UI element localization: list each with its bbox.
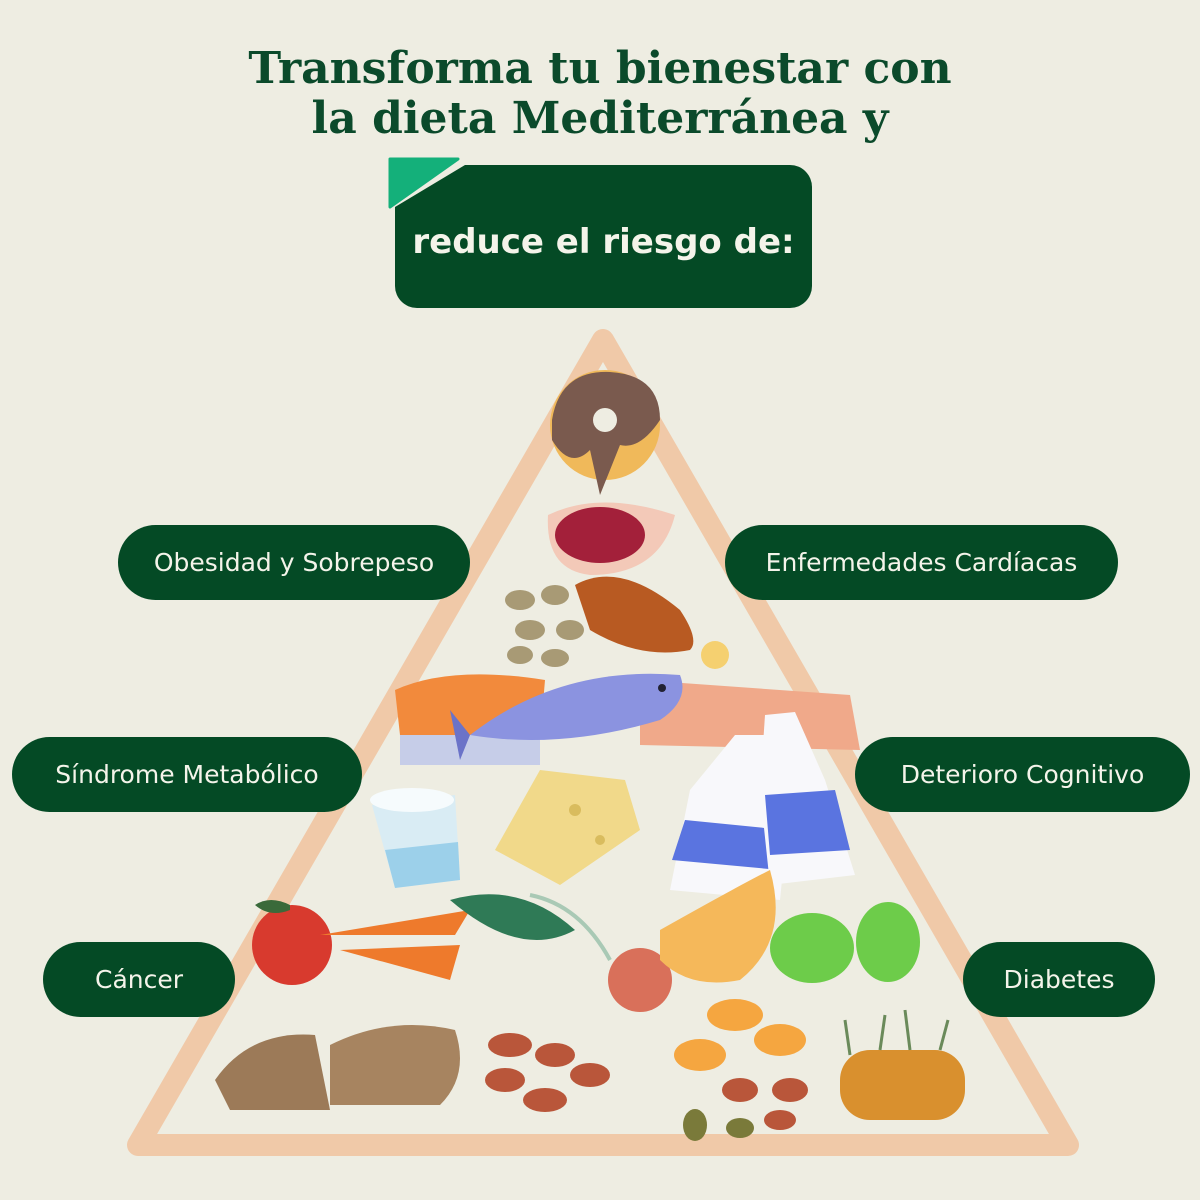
risk-pill-cancer: Cáncer	[43, 942, 235, 1017]
melon-icon	[660, 870, 776, 983]
title-line-2: la dieta Mediterránea y	[311, 93, 889, 144]
risk-label: Síndrome Metabólico	[55, 760, 319, 789]
apple-icon	[252, 900, 332, 985]
nuts-mix-icon	[674, 999, 808, 1141]
steak-icon	[547, 502, 675, 575]
risk-label: Enfermedades Cardíacas	[765, 548, 1078, 577]
beans-icon	[505, 585, 584, 667]
yogurt-icon	[370, 788, 460, 888]
risk-pill-diabetes: Diabetes	[963, 942, 1155, 1017]
risk-label: Cáncer	[94, 965, 184, 994]
milk-bottles-icon	[670, 712, 855, 900]
risk-pill-cognitive-decline: Deterioro Cognitivo	[855, 737, 1190, 812]
page-title: Transforma tu bienestar con la dieta Med…	[0, 44, 1200, 144]
risk-pill-obesity: Obesidad y Sobrepeso	[118, 525, 470, 600]
radish-icon	[608, 948, 672, 1012]
spinach-icon	[450, 893, 612, 961]
cheese-icon	[495, 770, 640, 885]
risk-pill-metabolic-syndrome: Síndrome Metabólico	[12, 737, 362, 812]
risk-label: Deterioro Cognitivo	[900, 760, 1145, 789]
bread-icon	[215, 1025, 460, 1110]
accent-triangle	[388, 157, 460, 209]
chicken-leg-icon	[575, 576, 729, 669]
carrots-icon	[320, 910, 470, 980]
limes-icon	[770, 902, 920, 983]
title-line-1: Transforma tu bienestar con	[248, 43, 952, 94]
fish-icon	[450, 673, 683, 760]
risk-label: Obesidad y Sobrepeso	[153, 548, 435, 577]
donut-icon	[550, 370, 660, 495]
banner-text: reduce el riesgo de:	[412, 221, 795, 262]
banner: reduce el riesgo de:	[395, 165, 812, 308]
grains-icon	[840, 1009, 965, 1120]
pecans-icon	[485, 1033, 610, 1112]
risk-label: Diabetes	[1003, 965, 1115, 994]
risk-pill-heart-disease: Enfermedades Cardíacas	[725, 525, 1118, 600]
